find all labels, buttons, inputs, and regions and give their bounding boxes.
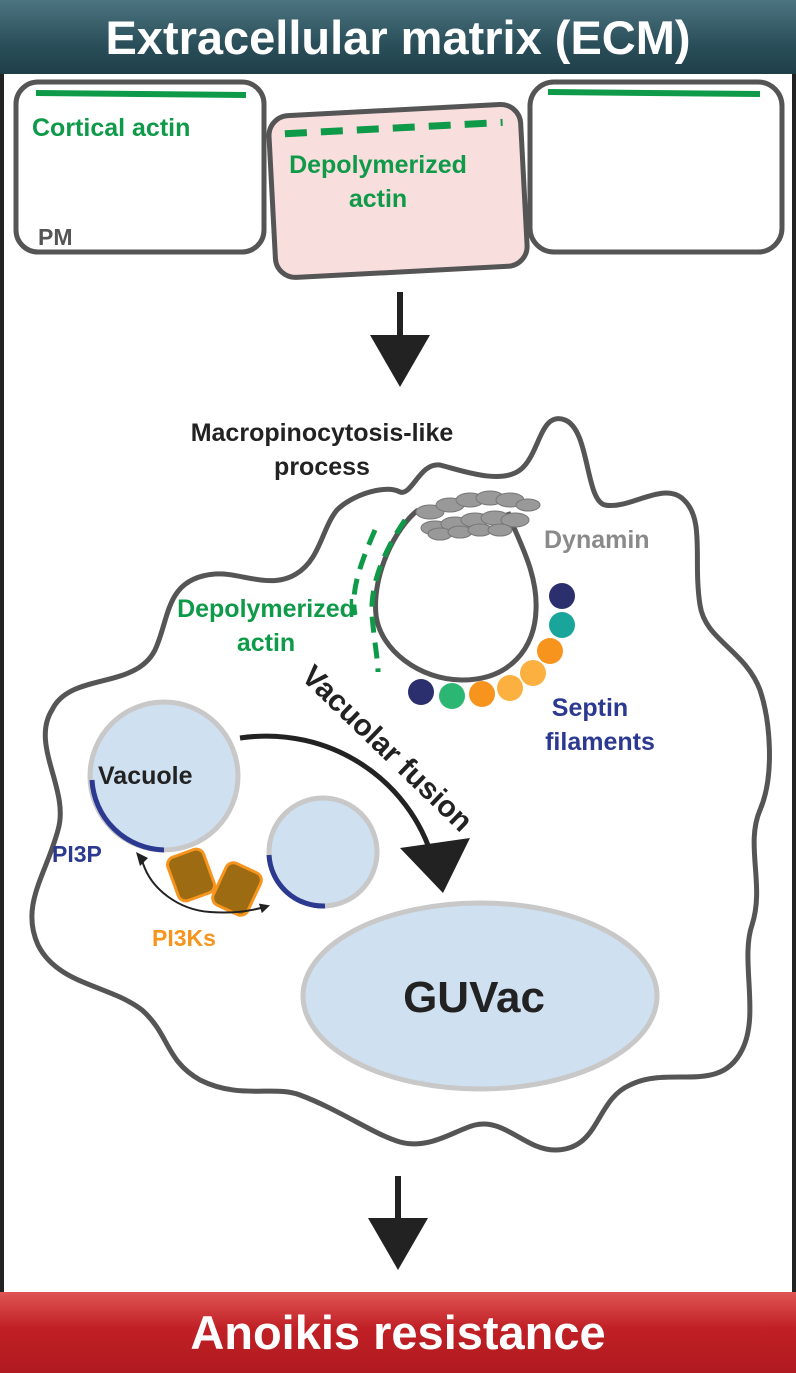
- pi3p-label: PI3P: [52, 841, 102, 867]
- pi3k-conversion-arrow: [141, 859, 270, 914]
- right-cortical-actin: [547, 89, 761, 97]
- ecm-title: Extracellular matrix (ECM): [105, 10, 691, 64]
- depolymerized-actin-cell-label-1: Depolymerized: [177, 595, 355, 623]
- vacuolar-fusion-arrow-head: [400, 838, 470, 893]
- dynamin-label: Dynamin: [544, 526, 650, 554]
- depolymerized-actin-cell-label-2: actin: [237, 629, 295, 657]
- depolymerized-actin-top-label-1: Depolymerized: [289, 151, 467, 179]
- arrow-down-1-head: [370, 335, 430, 387]
- guvac-label: GUVac: [403, 973, 545, 1022]
- depolymerized-actin-top-label-2: actin: [349, 185, 407, 213]
- cortical-actin-label: Cortical actin: [32, 114, 190, 142]
- dynamin-ring: [415, 490, 541, 541]
- right-cell: [527, 79, 785, 255]
- ecm-banner: Extracellular matrix (ECM): [0, 0, 796, 74]
- arrow-down-2-head: [368, 1218, 428, 1270]
- pi3k-2: [211, 861, 263, 917]
- septin-filaments: [408, 583, 575, 709]
- vacuolar-fusion-arrow-shaft: [239, 733, 436, 861]
- vacuole-large-pi3p: [89, 779, 165, 853]
- middle-cell: [266, 101, 530, 280]
- septin-label-2: filaments: [545, 728, 655, 756]
- vacuole-small-pi3p: [266, 854, 326, 909]
- depolymerized-cortical-actin: [284, 118, 503, 138]
- macropinocytosis-label-2: process: [274, 453, 370, 481]
- anoikis-title: Anoikis resistance: [190, 1306, 606, 1359]
- pi3k-back-arrowhead: [136, 852, 148, 866]
- septin-label-1: Septin: [552, 694, 628, 722]
- depolymerized-actin-dashes: [351, 518, 408, 673]
- macropinocytosis-label-1: Macropinocytosis-like: [191, 419, 454, 447]
- pm-label: PM: [38, 224, 73, 250]
- left-cortical-actin: [35, 90, 247, 98]
- left-cell: [13, 79, 267, 255]
- pi3ks-label: PI3Ks: [152, 925, 216, 951]
- guvac: [300, 900, 660, 1092]
- vacuole-label: Vacuole: [98, 762, 193, 790]
- anoikis-banner: Anoikis resistance: [0, 1292, 796, 1373]
- pi3k-1: [166, 847, 216, 903]
